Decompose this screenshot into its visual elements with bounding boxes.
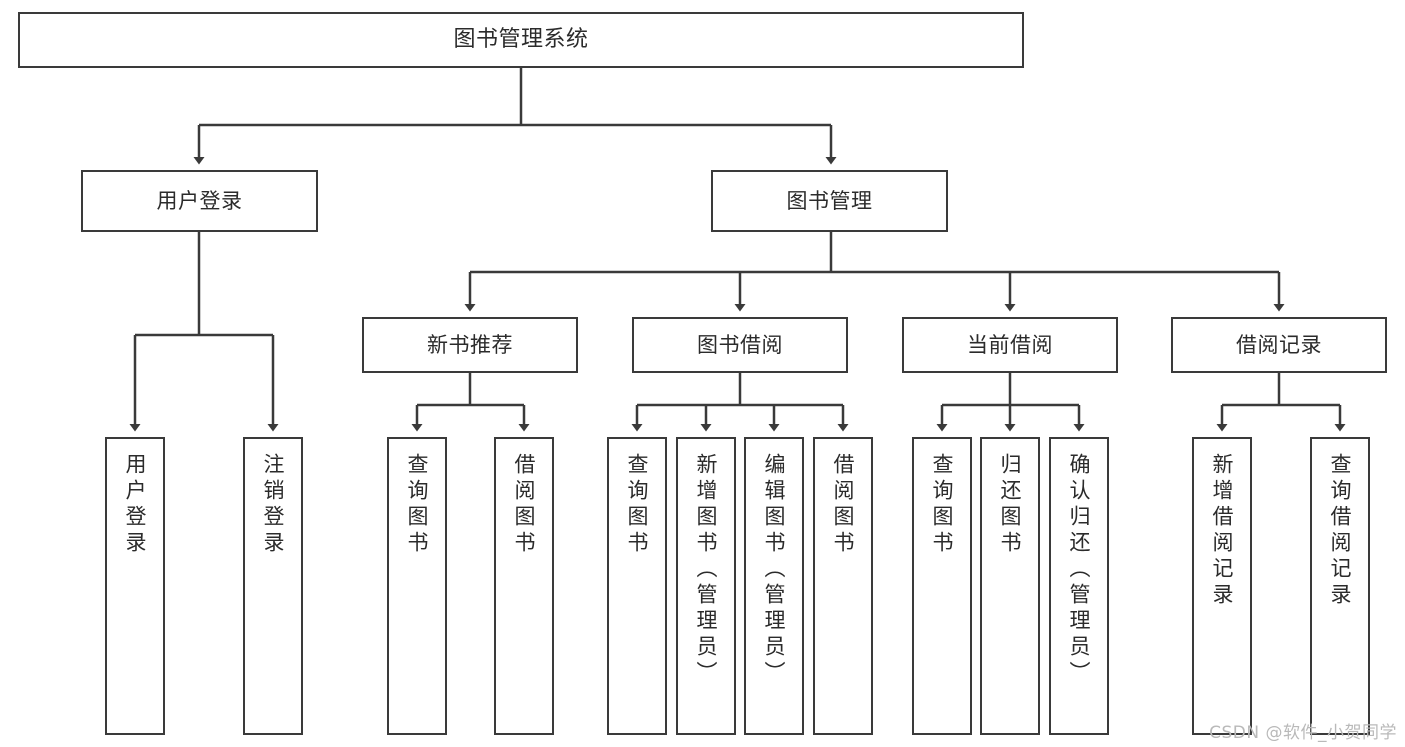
node-label: 新增图书（管理员）: [694, 453, 719, 687]
node-label: 图书管理系统: [453, 27, 589, 53]
node-label: 图书管理: [786, 188, 873, 213]
node-label: 确认归还（管理员）: [1067, 453, 1092, 687]
csdn-watermark: CSDN @软件_小贺同学: [1209, 723, 1397, 743]
node-user-login[interactable]: 用户登录: [81, 170, 318, 232]
node-book-borrow[interactable]: 图书借阅: [632, 317, 848, 373]
node-label: 注销登录: [261, 453, 286, 557]
leaf-record-add-record[interactable]: 新增借阅记录: [1192, 437, 1252, 735]
leaf-current-query-book[interactable]: 查询图书: [912, 437, 972, 735]
node-new-book-recommend[interactable]: 新书推荐: [362, 317, 578, 373]
node-label: 图书借阅: [697, 332, 783, 357]
leaf-borrow-add-book-admin[interactable]: 新增图书（管理员）: [676, 437, 736, 735]
leaf-borrow-query-book[interactable]: 查询图书: [607, 437, 667, 735]
leaf-current-return-book[interactable]: 归还图书: [980, 437, 1040, 735]
leaf-borrow-edit-book-admin[interactable]: 编辑图书（管理员）: [744, 437, 804, 735]
node-label: 用户登录: [156, 188, 243, 213]
node-label: 借阅记录: [1236, 332, 1322, 357]
leaf-recommend-query-book[interactable]: 查询图书: [387, 437, 447, 735]
leaf-user-login-logout[interactable]: 注销登录: [243, 437, 303, 735]
node-book-management[interactable]: 图书管理: [711, 170, 948, 232]
node-root-system[interactable]: 图书管理系统: [18, 12, 1024, 68]
leaf-current-confirm-return-admin[interactable]: 确认归还（管理员）: [1049, 437, 1109, 735]
node-label: 归还图书: [998, 453, 1023, 557]
leaf-user-login-login[interactable]: 用户登录: [105, 437, 165, 735]
node-label: 当前借阅: [967, 332, 1053, 357]
node-label: 编辑图书（管理员）: [762, 453, 787, 687]
leaf-borrow-borrow-book[interactable]: 借阅图书: [813, 437, 873, 735]
node-label: 查询图书: [625, 453, 650, 557]
node-label: 新书推荐: [427, 332, 513, 357]
leaf-record-query-record[interactable]: 查询借阅记录: [1310, 437, 1370, 735]
node-label: 查询图书: [930, 453, 955, 557]
node-borrow-record[interactable]: 借阅记录: [1171, 317, 1387, 373]
node-label: 用户登录: [123, 453, 148, 557]
node-label: 借阅图书: [831, 453, 856, 557]
node-label: 新增借阅记录: [1210, 453, 1235, 609]
leaf-recommend-borrow-book[interactable]: 借阅图书: [494, 437, 554, 735]
node-label: 查询图书: [405, 453, 430, 557]
node-label: 借阅图书: [512, 453, 537, 557]
node-current-borrow[interactable]: 当前借阅: [902, 317, 1118, 373]
node-label: 查询借阅记录: [1328, 453, 1353, 609]
